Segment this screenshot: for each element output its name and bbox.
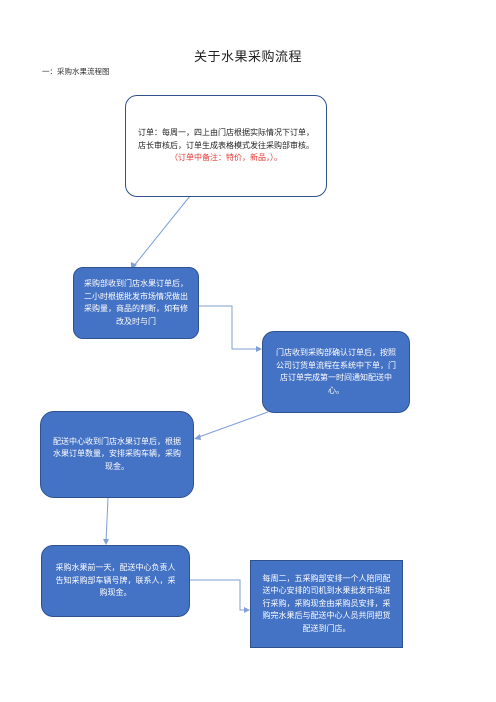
day-before-box: 采购水果前一天，配送中心负责人告知采购部车辆号牌，联系人，采购现金。: [41, 545, 190, 617]
flowchart-subtitle: 一：采购水果流程图: [42, 67, 110, 76]
purchase-dept-text: 采购部收到门店水果订单后，二小时根据批发市场情况做出采购量，商品的判断，如有修改…: [84, 279, 188, 326]
connector-store-to-distribution: [195, 411, 269, 439]
tue-fri-box: 每周二，五采购部安排一个人陪同配送中心安排的司机到水果批发市场进行采购，采购现金…: [250, 560, 403, 648]
order-box: 订单：每周一，四上由门店根据实际情况下订单，店长审核后，订单生成表格模式发往采购…: [125, 95, 327, 197]
store-confirm-text: 门店收到采购部确认订单后，按照公司订货单流程在系统中下单，门店订单完成第一时间通…: [276, 348, 396, 395]
arrowhead-distribution: [194, 434, 201, 440]
tue-fri-text: 每周二，五采购部安排一个人陪同配送中心安排的司机到水果批发市场进行采购，采购现金…: [262, 573, 391, 633]
distribution-text: 配送中心收到门店水果订单后，根据水果订单数量，安排采购车辆，采购现金。: [53, 436, 181, 471]
day-before-text: 采购水果前一天，配送中心负责人告知采购部车辆号牌，联系人，采购现金。: [55, 563, 176, 598]
page-title: 关于水果采购流程: [193, 50, 302, 65]
arrowhead-store: [256, 346, 262, 352]
connector-order-to-purchase: [132, 195, 191, 268]
arrowhead-tuefri: [244, 607, 250, 613]
store-confirm-box: 门店收到采购部确认订单后，按照公司订货单流程在系统中下单，门店订单完成第一时间通…: [262, 331, 410, 413]
distribution-box: 配送中心收到门店水果订单后，根据水果订单数量，安排采购车辆，采购现金。: [40, 411, 194, 498]
order-note: （订单中备注：特价，新品，）。: [170, 153, 282, 163]
purchase-dept-box: 采购部收到门店水果订单后，二小时根据批发市场情况做出采购量，商品的判断，如有修改…: [73, 267, 199, 339]
connector-distribution-to-daybefore: [105, 497, 109, 543]
order-text: 订单：每周一，四上由门店根据实际情况下订单，店长审核后，订单生成表格模式发往采购…: [138, 128, 314, 150]
arrowhead-daybefore: [103, 539, 109, 545]
connector-daybefore-to-tuefri: [190, 579, 248, 611]
connector-purchase-to-store: [199, 305, 260, 350]
